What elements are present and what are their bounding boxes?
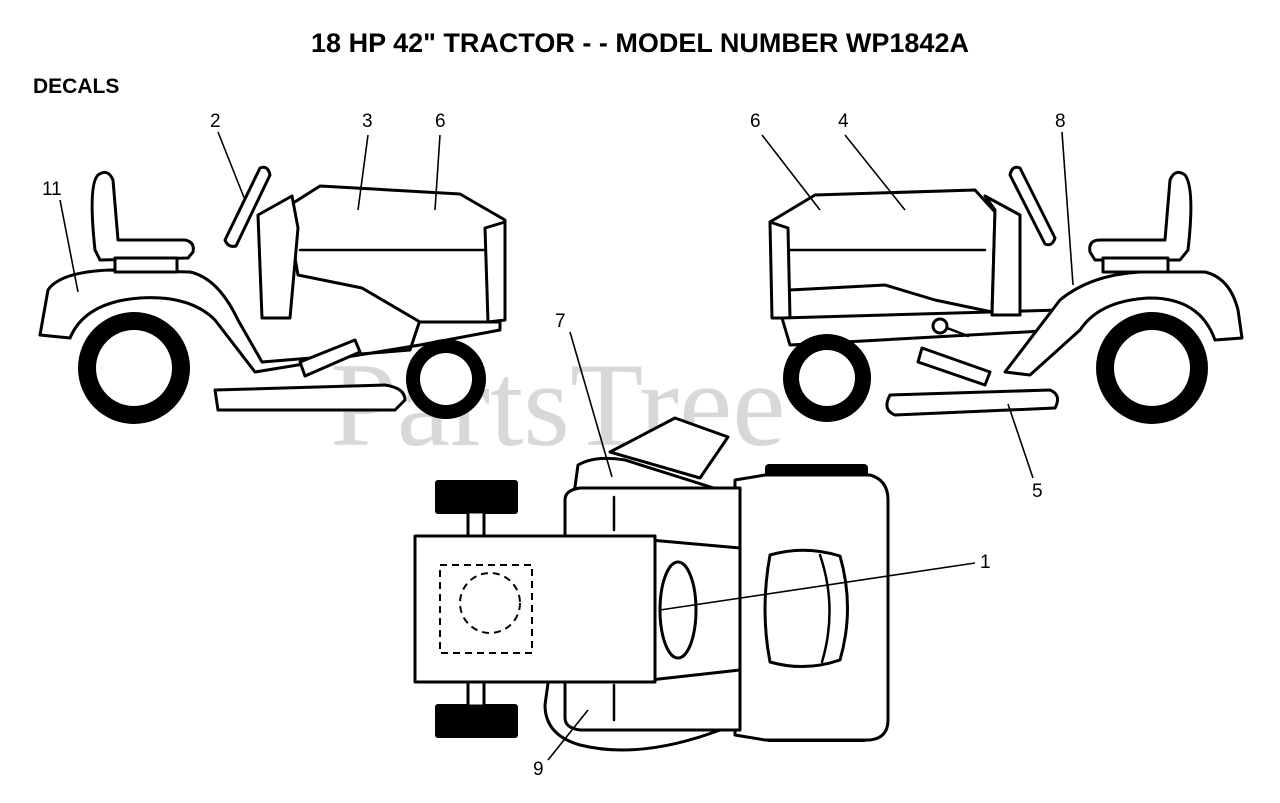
right-seat-post xyxy=(1101,256,1170,274)
top-seat xyxy=(763,548,849,669)
top-seat-back xyxy=(608,416,730,480)
right-mower-deck xyxy=(885,388,1060,417)
left-seat xyxy=(90,170,195,262)
callout-1: 1 xyxy=(980,552,991,573)
top-engine-outline xyxy=(439,564,533,654)
left-steering-wheel xyxy=(223,165,272,248)
left-lift-lever xyxy=(298,338,362,378)
left-dash xyxy=(256,194,300,320)
right-key xyxy=(931,317,949,335)
right-grille xyxy=(768,220,792,320)
tractor-left-side-view xyxy=(38,165,507,424)
callout-7: 7 xyxy=(555,311,566,332)
callout-6-right: 6 xyxy=(750,111,761,132)
top-front-lower-tire xyxy=(435,704,518,738)
callout-11: 11 xyxy=(42,179,62,200)
left-seat-post xyxy=(113,256,179,274)
tractor-top-view xyxy=(413,416,890,752)
top-front-upper-tire xyxy=(435,480,518,514)
left-mower-deck xyxy=(213,383,407,412)
right-pedal xyxy=(916,346,992,387)
callout-2: 2 xyxy=(210,111,221,132)
callout-5: 5 xyxy=(1032,481,1043,502)
left-grille xyxy=(483,220,507,324)
callout-leader-lines xyxy=(59,131,1074,761)
callout-8: 8 xyxy=(1055,111,1066,132)
top-hood xyxy=(413,534,657,684)
right-rear-fender xyxy=(1003,270,1244,377)
right-steering-wheel xyxy=(1008,165,1057,247)
left-hood xyxy=(286,184,507,324)
callout-9: 9 xyxy=(533,759,544,780)
callout-6-left: 6 xyxy=(435,111,446,132)
right-seat xyxy=(1088,170,1193,262)
tractor-right-side-view xyxy=(768,165,1244,424)
callout-4: 4 xyxy=(838,111,849,132)
right-dash xyxy=(983,194,1022,317)
page-title: 18 HP 42" TRACTOR - - MODEL NUMBER WP184… xyxy=(311,28,969,58)
callout-3: 3 xyxy=(362,111,373,132)
section-label-decals: DECALS xyxy=(33,75,120,98)
